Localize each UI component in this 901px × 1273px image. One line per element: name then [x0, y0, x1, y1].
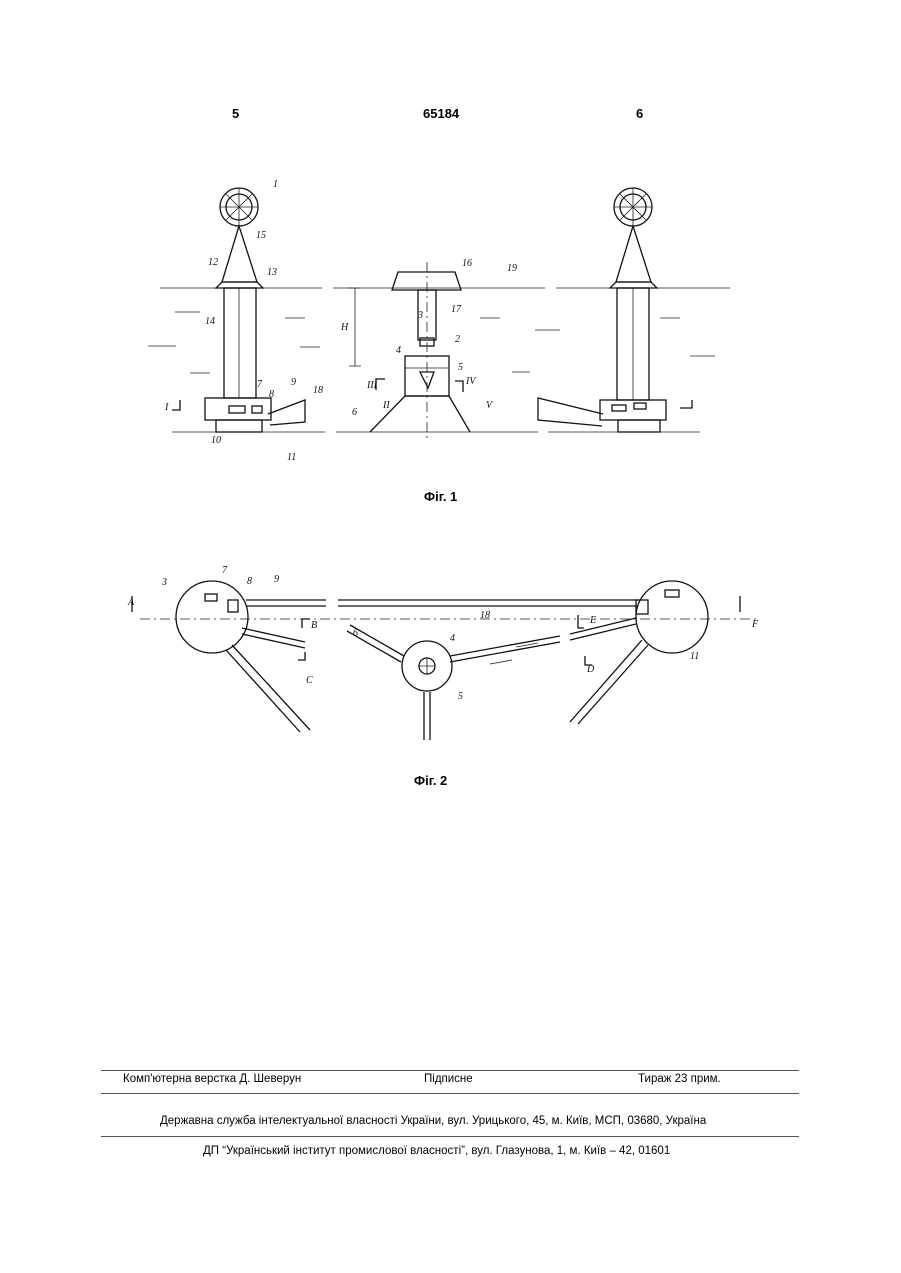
footer-rule-bottom	[101, 1136, 799, 1137]
footer-rule-middle	[101, 1093, 799, 1094]
footer-layout-credit: Комп'ютерна верстка Д. Шеверун	[123, 1073, 301, 1085]
figure-2-labels: 3 7 8 9 18 B C D E F A 6 4 5 11	[127, 565, 759, 702]
fig2-label-C: C	[306, 675, 313, 686]
fig2-label-E: E	[589, 615, 596, 626]
pipe-right-lower	[570, 640, 648, 724]
footer-agency: Державна служба інтелектуальної власност…	[160, 1115, 706, 1127]
fig2-label-5: 5	[458, 691, 463, 702]
fig2-label-9: 9	[274, 574, 279, 585]
right-platform	[636, 581, 708, 653]
pipe-6-right	[450, 618, 636, 662]
footer-rule-top	[101, 1070, 799, 1071]
fig2-label-D: D	[586, 664, 595, 675]
footer-signed: Підписне	[424, 1073, 473, 1085]
left-platform	[176, 581, 248, 653]
pipe-18	[246, 600, 638, 606]
fig2-label-B: B	[311, 620, 317, 631]
fig2-label-8: 8	[247, 576, 252, 587]
fig2-label-11: 11	[690, 651, 699, 662]
fig2-label-A: A	[127, 597, 135, 608]
pipe-left-lower	[226, 645, 310, 732]
fig2-label-6: 6	[353, 628, 358, 639]
pipe-left-side	[242, 628, 305, 648]
footer-institute: ДП “Український інститут промислової вла…	[203, 1145, 670, 1157]
footer-circulation: Тираж 23 прим.	[638, 1073, 721, 1085]
pipe-center-down	[424, 692, 430, 740]
fig2-label-F: F	[751, 619, 759, 630]
figure-2-caption: Фіг. 2	[414, 773, 447, 788]
fig2-label-3: 3	[161, 577, 167, 588]
figure-2-drawing: 3 7 8 9 18 B C D E F A 6 4 5 11	[0, 0, 901, 780]
fig2-label-4: 4	[450, 633, 455, 644]
fig2-label-7: 7	[222, 565, 228, 576]
fig2-label-18: 18	[480, 610, 490, 621]
